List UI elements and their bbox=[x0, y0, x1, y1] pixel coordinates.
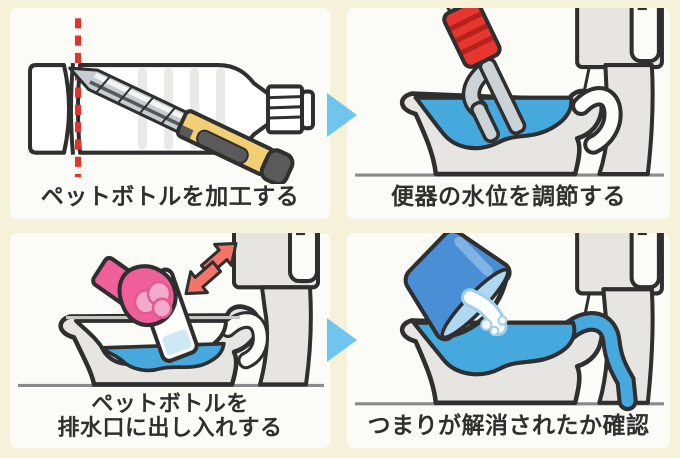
step-4-panel: つまりが解消されたか確認 bbox=[347, 233, 670, 448]
step-4-caption: つまりが解消されたか確認 bbox=[367, 412, 650, 439]
motion-arrow-down-icon bbox=[184, 260, 222, 296]
bucket-pour-illustration bbox=[347, 233, 670, 413]
water-stream-icon bbox=[461, 288, 508, 337]
step-3-caption: ペットボトルを 排水口に出し入れする bbox=[10, 390, 330, 448]
cutter-knife-icon bbox=[68, 66, 295, 185]
pet-bottle-cutter-illustration bbox=[10, 8, 330, 185]
step-3-caption-line-1: ペットボトルを bbox=[91, 390, 249, 416]
toilet-icon bbox=[18, 233, 324, 388]
hand-bottle-drain-icon bbox=[18, 233, 324, 388]
rubber-glove-icon bbox=[91, 255, 178, 328]
toilet-pump-illustration bbox=[347, 8, 670, 184]
step-2-caption: 便器の水位を調節する bbox=[391, 183, 626, 210]
step-2-panel: 便器の水位を調節する bbox=[347, 8, 670, 219]
flow-arrow-right-bottom bbox=[327, 318, 357, 362]
step-1-panel: ペットボトルを加工する bbox=[10, 8, 330, 219]
siphon-pump-icon bbox=[442, 8, 527, 143]
step-3-caption-line-2: 排水口に出し入れする bbox=[57, 415, 283, 441]
bucket-pour-icon bbox=[355, 233, 664, 412]
toilet-icon bbox=[355, 8, 664, 177]
flow-arrow-right-top bbox=[327, 93, 357, 137]
toilet-icon bbox=[355, 233, 664, 412]
draining-water bbox=[563, 315, 634, 407]
hand-bottle-drain-illustration bbox=[10, 233, 330, 392]
step-1-caption: ペットボトルを加工する bbox=[40, 183, 300, 210]
pet-bottle-cutter-icon bbox=[28, 18, 315, 185]
step-3-panel: ペットボトルを 排水口に出し入れする bbox=[10, 233, 330, 448]
toilet-pump-icon bbox=[355, 8, 664, 177]
